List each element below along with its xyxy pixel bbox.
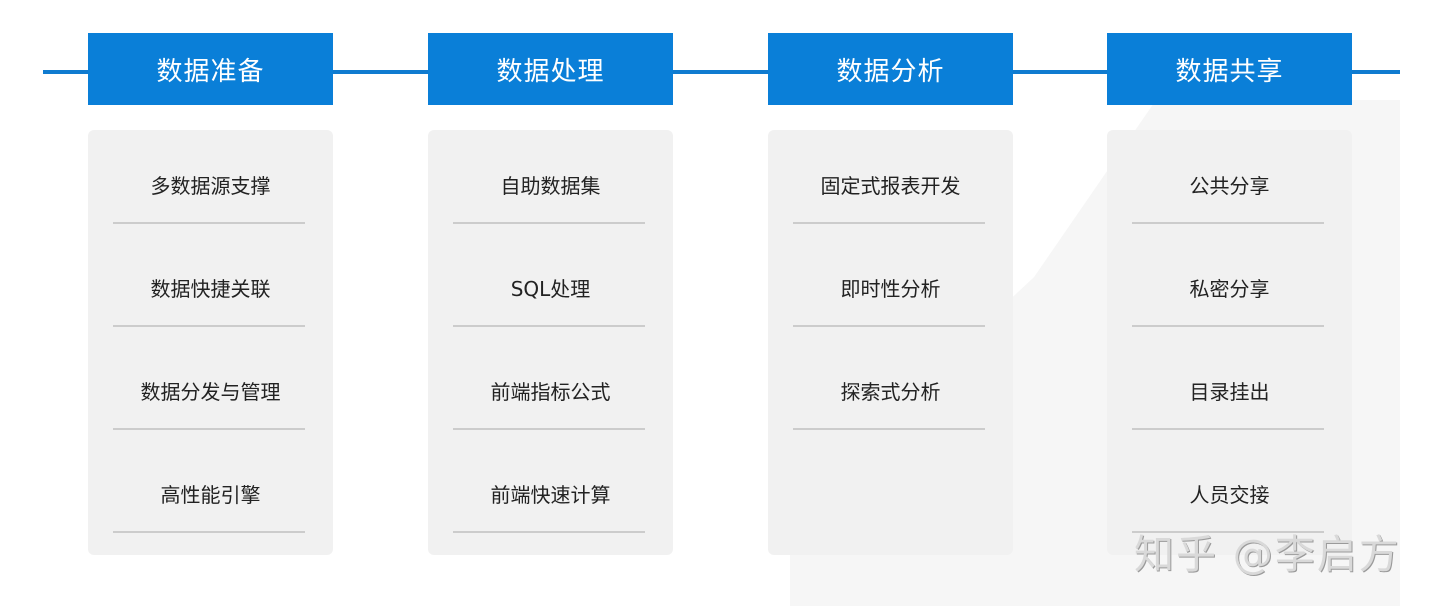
divider <box>1132 325 1324 327</box>
stage-card: 公共分享 私密分享 目录挂出 人员交接 <box>1107 130 1352 555</box>
divider <box>1132 428 1324 430</box>
divider <box>1132 222 1324 224</box>
list-item: 探索式分析 <box>768 336 1013 439</box>
item-label: 私密分享 <box>1189 277 1270 301</box>
item-label: 前端指标公式 <box>490 380 611 404</box>
item-label: 即时性分析 <box>840 277 941 301</box>
item-label: 固定式报表开发 <box>820 174 961 198</box>
list-item: 前端快速计算 <box>428 439 673 542</box>
list-item: 前端指标公式 <box>428 336 673 439</box>
watermark: 知乎 @李启方 <box>1134 532 1401 578</box>
divider <box>453 531 645 533</box>
list-item: 固定式报表开发 <box>768 130 1013 233</box>
list-item: SQL处理 <box>428 233 673 336</box>
divider <box>793 325 985 327</box>
stage-data-sharing: 数据共享 公共分享 私密分享 目录挂出 人员交接 <box>1107 33 1352 555</box>
divider <box>453 222 645 224</box>
item-label: 自助数据集 <box>500 174 601 198</box>
stage-header: 数据处理 <box>428 33 673 105</box>
list-item: 数据分发与管理 <box>88 336 333 439</box>
divider <box>113 222 305 224</box>
divider <box>453 325 645 327</box>
list-item: 人员交接 <box>1107 439 1352 542</box>
divider <box>113 428 305 430</box>
stage-card: 自助数据集 SQL处理 前端指标公式 前端快速计算 <box>428 130 673 555</box>
stage-data-preparation: 数据准备 多数据源支撑 数据快捷关联 数据分发与管理 高性能引擎 <box>88 33 333 555</box>
list-item: 即时性分析 <box>768 233 1013 336</box>
divider <box>1132 531 1324 533</box>
item-label: 目录挂出 <box>1189 380 1270 404</box>
divider <box>793 428 985 430</box>
list-item: 自助数据集 <box>428 130 673 233</box>
list-item: 目录挂出 <box>1107 336 1352 439</box>
item-label: 公共分享 <box>1189 174 1270 198</box>
divider <box>113 325 305 327</box>
list-item: 多数据源支撑 <box>88 130 333 233</box>
item-label: 多数据源支撑 <box>150 174 271 198</box>
stage-card: 固定式报表开发 即时性分析 探索式分析 <box>768 130 1013 555</box>
stage-data-analysis: 数据分析 固定式报表开发 即时性分析 探索式分析 <box>768 33 1013 555</box>
stage-card: 多数据源支撑 数据快捷关联 数据分发与管理 高性能引擎 <box>88 130 333 555</box>
list-item: 公共分享 <box>1107 130 1352 233</box>
timeline-line <box>43 70 1400 74</box>
item-label: 前端快速计算 <box>490 483 611 507</box>
item-label: 人员交接 <box>1189 483 1270 507</box>
stage-data-processing: 数据处理 自助数据集 SQL处理 前端指标公式 前端快速计算 <box>428 33 673 555</box>
stage-header: 数据分析 <box>768 33 1013 105</box>
list-item: 高性能引擎 <box>88 439 333 542</box>
stage-header: 数据共享 <box>1107 33 1352 105</box>
list-item: 数据快捷关联 <box>88 233 333 336</box>
divider <box>793 222 985 224</box>
item-label: 数据快捷关联 <box>150 277 271 301</box>
item-label: 数据分发与管理 <box>140 380 281 404</box>
divider <box>113 531 305 533</box>
divider <box>453 428 645 430</box>
item-label: SQL处理 <box>510 277 591 301</box>
list-item: 私密分享 <box>1107 233 1352 336</box>
stage-header: 数据准备 <box>88 33 333 105</box>
item-label: 高性能引擎 <box>160 483 261 507</box>
item-label: 探索式分析 <box>840 380 941 404</box>
